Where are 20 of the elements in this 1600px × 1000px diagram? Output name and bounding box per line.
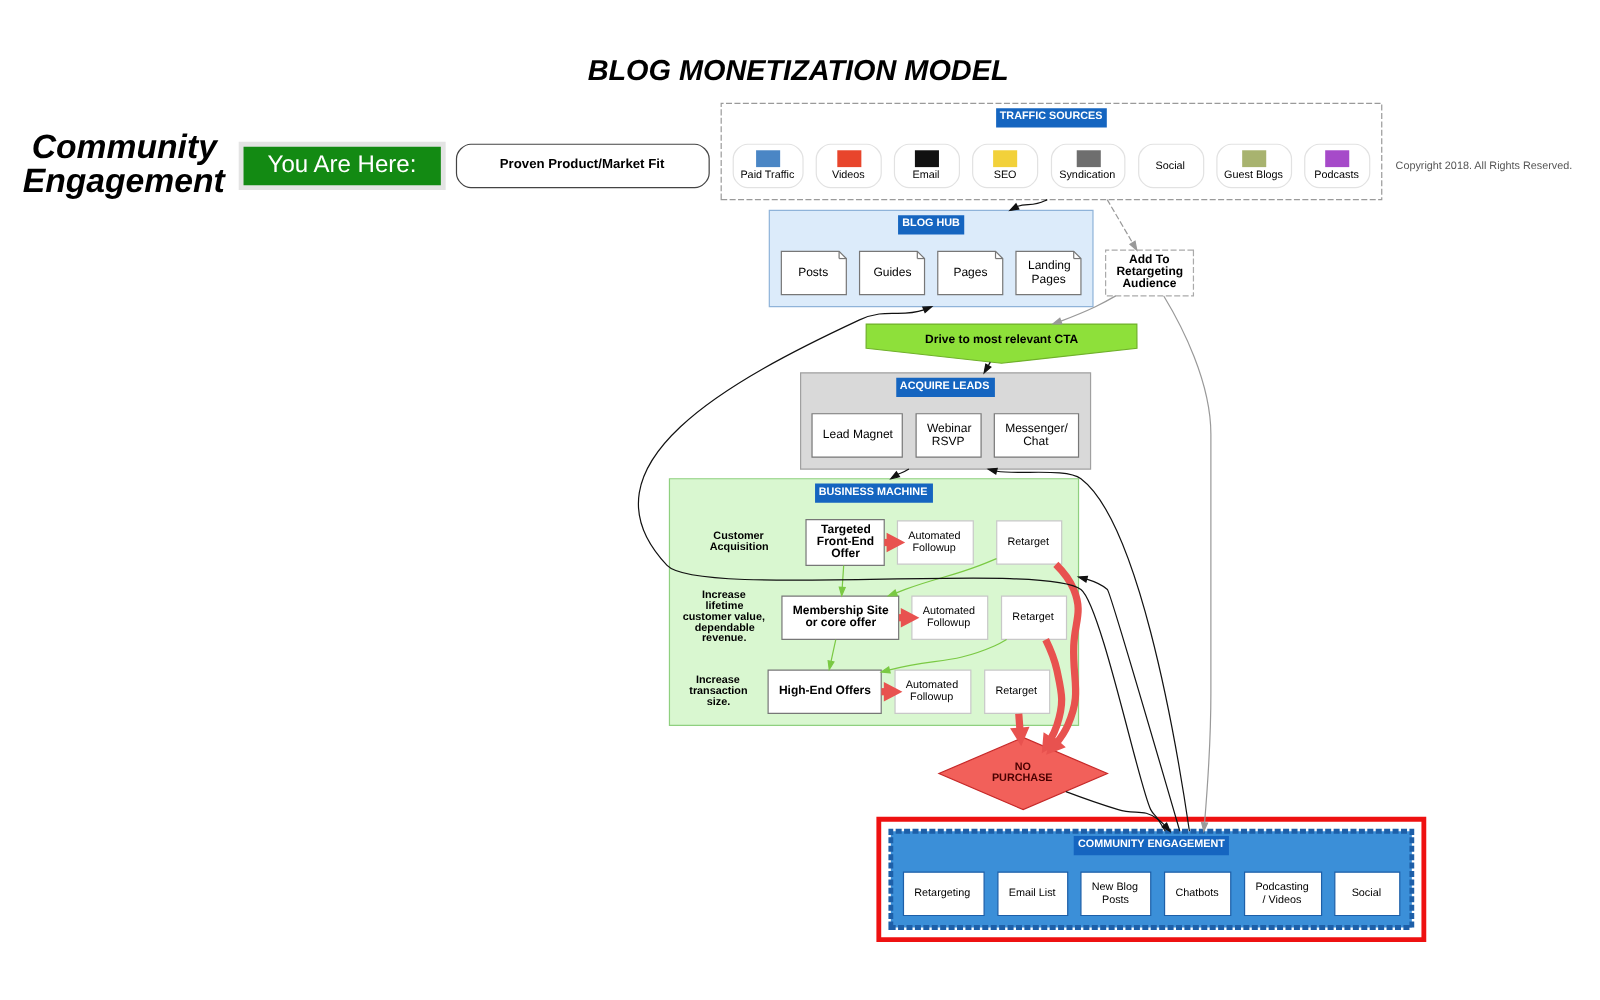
arrow <box>1008 198 1048 211</box>
arrow <box>983 360 992 374</box>
label: Community Engagement <box>22 126 225 199</box>
node-box: You Are Here: <box>238 140 446 189</box>
arrow <box>827 638 837 671</box>
arrow <box>1106 198 1138 251</box>
arrow <box>838 563 847 597</box>
arrow <box>1051 294 1117 324</box>
arrow <box>889 467 910 479</box>
arrow <box>1041 637 1066 753</box>
arrow <box>1076 574 1181 831</box>
cluster <box>876 815 1427 941</box>
arrow <box>879 637 1008 673</box>
arrow <box>1046 560 1082 754</box>
arrow <box>986 466 1191 831</box>
arrow <box>1163 294 1212 833</box>
arrow <box>886 557 998 596</box>
arrow <box>638 305 1166 831</box>
diagram-title: BLOG MONETIZATION MODEL <box>587 54 1009 87</box>
arrow <box>1065 790 1172 832</box>
